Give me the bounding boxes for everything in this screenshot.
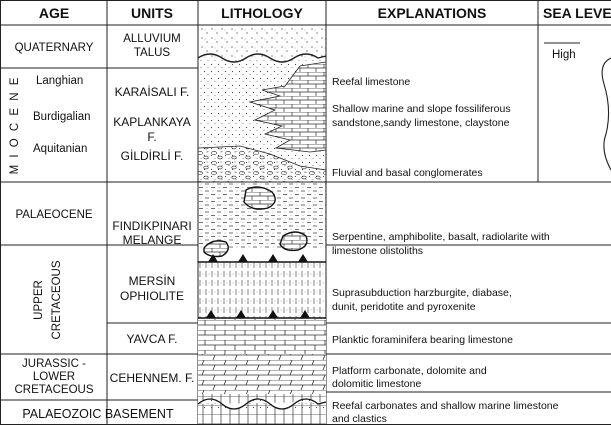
age-aquitanian: Aquitanian — [33, 143, 87, 155]
expl-reef-carbonates-line1: Reefal carbonates and shallow marine lim… — [332, 400, 559, 412]
expl-reef-carbonates-line2: and clastics — [332, 413, 387, 425]
age-miocene: M I O C E N E — [9, 76, 21, 175]
age-cretaceous: CRETACEOUS — [51, 260, 63, 339]
unit-alluvium-line2: TALUS — [134, 47, 171, 59]
header-explanations: EXPLANATIONS — [378, 5, 487, 21]
expl-shallow-line1: Shallow marine and slope fossiliferous — [332, 103, 511, 115]
sea-level-curve — [544, 43, 611, 170]
age-palaeocene: PALAEOCENE — [15, 209, 92, 221]
unit-yavca: YAVCA F. — [127, 332, 178, 346]
expl-suprasubduction-line1: Suprasubduction harzburgite, diabase, — [332, 287, 512, 299]
header-sea-level: SEA LEVE — [543, 5, 611, 21]
unit-gildirli: GİLDİRLİ F. — [121, 149, 184, 163]
expl-reefal: Reefal limestone — [332, 76, 410, 88]
unit-mersin-line2: OPHIOLITE — [120, 289, 184, 303]
unit-mersin-line1: MERSİN — [129, 274, 176, 288]
header-lithology: LITHOLOGY — [221, 5, 303, 21]
expl-shallow-line2: sandstone,sandy limestone, claystone — [332, 117, 510, 129]
unit-karaisali: KARAİSALI F. — [115, 85, 190, 99]
unit-cehennem: CEHENNEM. F. — [110, 371, 195, 385]
unit-findikpinari-line2: MELANGE — [123, 233, 182, 247]
expl-serpentine-line1: Serpentine, amphibolite, basalt, radiola… — [332, 231, 550, 243]
expl-platform-line2: dolomitic limestone — [332, 378, 421, 390]
expl-suprasubduction-line2: dunit, peridotite and pyroxenite — [332, 301, 476, 313]
unit-alluvium-line1: ALLUVIUM — [123, 33, 181, 45]
expl-fluvial: Fluvial and basal conglomerates — [332, 167, 483, 179]
unit-kaplankaya-line2: F. — [147, 130, 156, 144]
age-burdigalian: Burdigalian — [33, 111, 91, 123]
ophiolite-pattern — [198, 263, 326, 318]
age-quaternary: QUATERNARY — [15, 42, 94, 54]
age-jurassic-line1: JURASSIC - — [22, 358, 86, 370]
unit-kaplankaya-line1: KAPLANKAYA — [113, 115, 191, 129]
yavca-limestone-pattern — [198, 319, 326, 354]
lithology-column — [198, 25, 326, 424]
age-jurassic-line3: CRETACEOUS — [14, 384, 93, 396]
cehennem-dolomite-pattern — [198, 354, 326, 394]
age-upper: UPPER — [33, 280, 45, 320]
expl-planktic: Planktic foraminifera bearing limestone — [332, 334, 513, 346]
age-langhian: Langhian — [36, 75, 83, 87]
header-units: UNITS — [131, 5, 173, 21]
unit-findikpinari-line1: FINDIKPINARI — [112, 219, 191, 233]
expl-serpentine-line2: limestone olistoliths — [332, 245, 423, 257]
header-age: AGE — [39, 5, 69, 21]
expl-platform-line1: Platform carbonate, dolomite and — [332, 365, 487, 377]
olistolith-block — [280, 232, 307, 250]
sea-level-high-label: High — [552, 49, 576, 61]
age-palaeozoic-basement: PALAEOZOIC BASEMENT — [22, 407, 174, 421]
age-jurassic-line2: LOWER — [33, 371, 75, 383]
